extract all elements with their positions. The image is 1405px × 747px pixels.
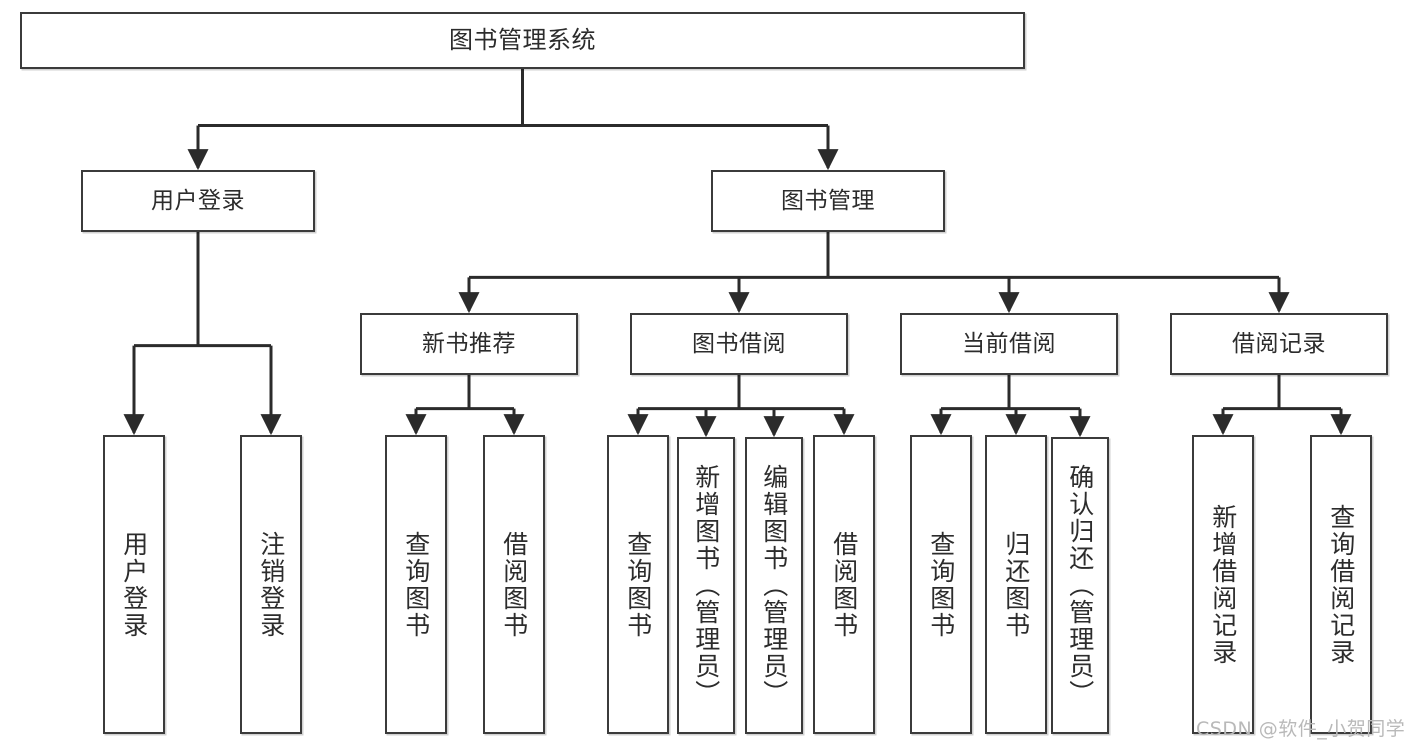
node-label: 借阅图书 xyxy=(499,530,529,639)
node-leaf-logout[interactable]: 注销登录 xyxy=(240,435,302,734)
node-leaf-add-book-admin[interactable]: 新增图书（管理员） xyxy=(677,437,735,734)
node-leaf-confirm-return-admin[interactable]: 确认归还（管理员） xyxy=(1051,437,1109,734)
node-leaf-borrow-book-2[interactable]: 借阅图书 xyxy=(813,435,875,734)
watermark-text: CSDN @软件_小贺同学 xyxy=(1196,718,1405,740)
node-leaf-borrow-book-1[interactable]: 借阅图书 xyxy=(483,435,545,734)
node-leaf-user-login[interactable]: 用户登录 xyxy=(103,435,165,734)
node-book-borrow[interactable]: 图书借阅 xyxy=(630,313,848,375)
node-label: 归还图书 xyxy=(1001,530,1031,639)
node-label: 借阅记录 xyxy=(1232,330,1326,357)
node-new-book-recommend[interactable]: 新书推荐 xyxy=(360,313,578,375)
node-label: 图书管理 xyxy=(781,187,875,214)
node-leaf-add-borrow-record[interactable]: 新增借阅记录 xyxy=(1192,435,1254,734)
node-leaf-query-borrow-record[interactable]: 查询借阅记录 xyxy=(1310,435,1372,734)
node-root-system[interactable]: 图书管理系统 xyxy=(20,12,1025,69)
node-label: 借阅图书 xyxy=(829,530,859,639)
node-book-manage[interactable]: 图书管理 xyxy=(711,170,945,232)
node-leaf-query-book-3[interactable]: 查询图书 xyxy=(910,435,972,734)
node-label: 查询图书 xyxy=(401,530,431,639)
node-label: 编辑图书（管理员） xyxy=(759,464,789,707)
node-label: 新增图书（管理员） xyxy=(691,464,721,707)
node-label: 查询借阅记录 xyxy=(1326,503,1356,666)
node-label: 新书推荐 xyxy=(422,330,516,357)
node-label: 查询图书 xyxy=(623,530,653,639)
node-label: 新增借阅记录 xyxy=(1208,503,1238,666)
node-label: 图书管理系统 xyxy=(449,25,596,54)
node-leaf-return-book[interactable]: 归还图书 xyxy=(985,435,1047,734)
node-label: 用户登录 xyxy=(119,530,149,639)
node-user-login[interactable]: 用户登录 xyxy=(81,170,315,232)
node-label: 确认归还（管理员） xyxy=(1065,464,1095,707)
node-label: 注销登录 xyxy=(256,530,286,639)
node-label: 图书借阅 xyxy=(692,330,786,357)
node-current-borrow[interactable]: 当前借阅 xyxy=(900,313,1118,375)
node-borrow-record[interactable]: 借阅记录 xyxy=(1170,313,1388,375)
node-leaf-query-book-2[interactable]: 查询图书 xyxy=(607,435,669,734)
node-leaf-edit-book-admin[interactable]: 编辑图书（管理员） xyxy=(745,437,803,734)
node-label: 当前借阅 xyxy=(962,330,1056,357)
node-label: 用户登录 xyxy=(151,187,245,214)
node-label: 查询图书 xyxy=(926,530,956,639)
node-leaf-query-book-1[interactable]: 查询图书 xyxy=(385,435,447,734)
